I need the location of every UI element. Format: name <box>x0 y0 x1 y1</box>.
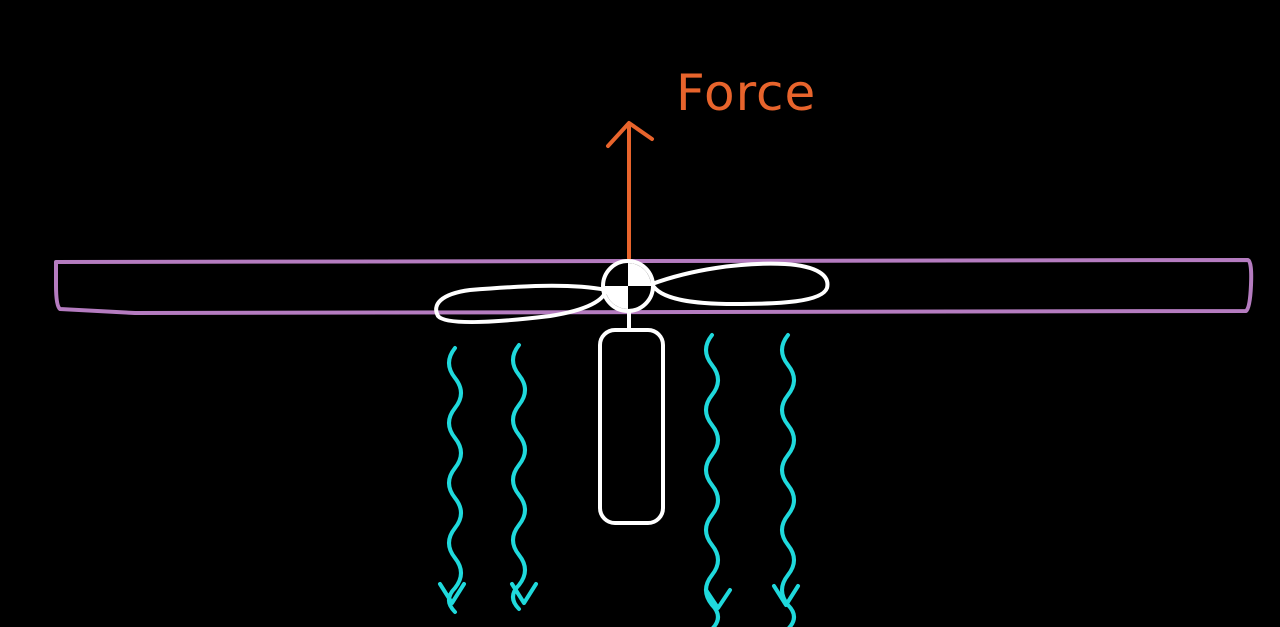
airflow-arrow-2 <box>510 343 538 611</box>
force-arrow <box>606 121 654 260</box>
airflow-arrow-3 <box>704 333 732 627</box>
beam <box>54 258 1254 315</box>
motor-body <box>598 328 665 525</box>
airflow-arrow-1 <box>438 346 466 614</box>
propeller-blade-right <box>650 261 830 306</box>
propeller-hub <box>601 259 655 313</box>
propeller-blade-left <box>434 283 608 325</box>
airflow-arrow-4 <box>772 333 800 627</box>
force-label: Force <box>676 64 816 122</box>
